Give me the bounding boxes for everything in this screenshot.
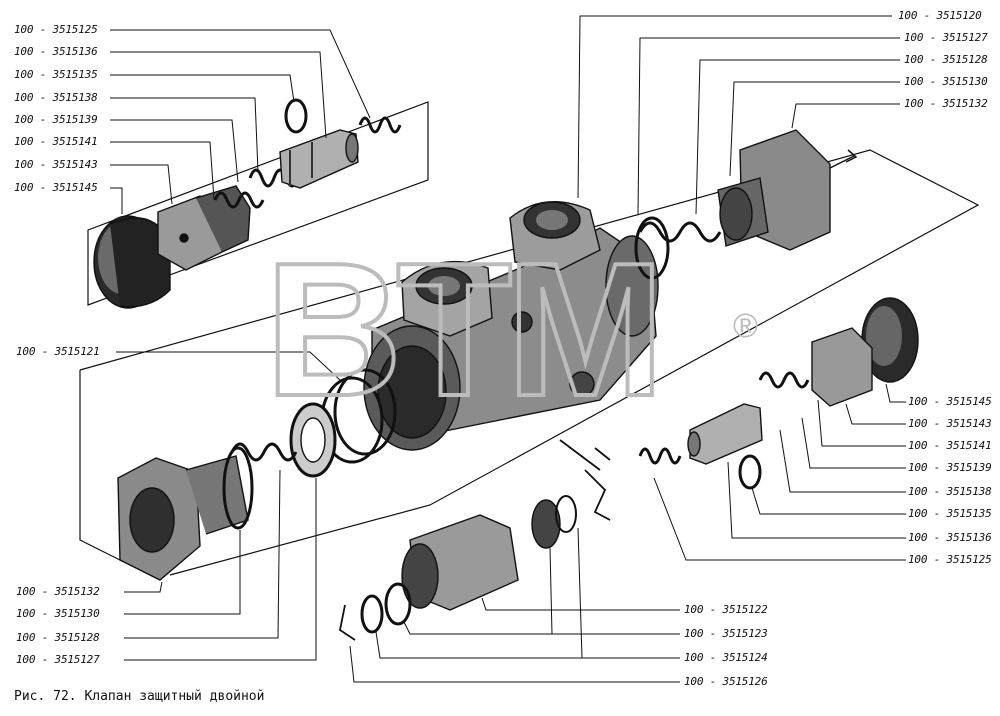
part-label: 100 - 3515132	[904, 97, 988, 110]
assembly-right	[638, 297, 919, 490]
plug-3515132-left	[117, 442, 298, 581]
leader-lines	[110, 15, 906, 683]
plug-3515132-right	[634, 129, 831, 280]
part-label: 100 - 3515128	[16, 631, 100, 644]
part-label: 100 - 3515122	[684, 603, 768, 616]
rings-3515121	[289, 368, 397, 478]
cap-3515145-left	[93, 215, 171, 309]
part-label: 100 - 3515130	[16, 607, 100, 620]
part-label: 100 - 3515136	[908, 531, 992, 544]
piston-3515136-left	[279, 129, 359, 189]
part-label: 100 - 3515121	[16, 345, 100, 358]
valve-body-3515120	[363, 200, 659, 451]
figure-caption: Рис. 72. Клапан защитный двойной	[14, 689, 265, 704]
part-label: 100 - 3515125	[908, 553, 992, 566]
part-label: 100 - 3515124	[684, 651, 768, 664]
part-label: 100 - 3515126	[684, 675, 768, 688]
part-label: 100 - 3515128	[904, 53, 988, 66]
part-label: 100 - 3515139	[908, 461, 992, 474]
part-label: 100 - 3515145	[908, 395, 992, 408]
part-label: 100 - 3515145	[14, 181, 98, 194]
oring-3515135-left	[284, 98, 308, 134]
part-label: 100 - 3515138	[14, 91, 98, 104]
part-label: 100 - 3515143	[14, 158, 98, 171]
assembly-bottom	[338, 439, 611, 641]
part-label: 100 - 3515125	[14, 23, 98, 36]
part-label: 100 - 3515123	[684, 627, 768, 640]
part-label: 100 - 3515127	[904, 31, 988, 44]
part-label: 100 - 3515120	[898, 9, 982, 22]
part-label: 100 - 3515138	[908, 485, 992, 498]
part-label: 100 - 3515141	[14, 135, 98, 148]
part-label: 100 - 3515143	[908, 417, 992, 430]
part-label: 100 - 3515130	[904, 75, 988, 88]
part-label: 100 - 3515135	[908, 507, 992, 520]
part-label: 100 - 3515132	[16, 585, 100, 598]
part-label: 100 - 3515139	[14, 113, 98, 126]
part-label: 100 - 3515136	[14, 45, 98, 58]
part-label: 100 - 3515135	[14, 68, 98, 81]
part-label: 100 - 3515141	[908, 439, 992, 452]
part-label: 100 - 3515127	[16, 653, 100, 666]
